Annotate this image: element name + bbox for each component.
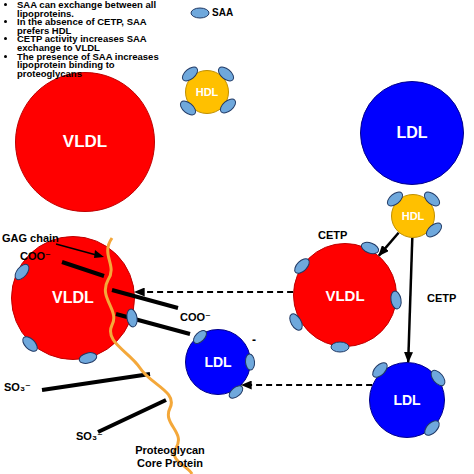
transfer-arrow — [379, 233, 399, 256]
particle-label: VLDL — [325, 287, 364, 304]
particle-label: HDL — [196, 86, 219, 98]
core-protein-stick — [42, 374, 150, 390]
bullet-note: The presence of SAA increases lipoprotei… — [17, 53, 176, 79]
vldl-particle: VLDL — [15, 72, 155, 212]
particle-label: VLDL — [63, 132, 107, 152]
dashed-arrow — [135, 291, 293, 293]
ldl-particle: LDL — [185, 329, 251, 395]
particle-label: LDL — [396, 124, 427, 142]
chemical-group: - — [252, 333, 256, 347]
chemical-group: COO⁻ — [180, 311, 211, 324]
particle-label: VLDL — [52, 289, 94, 307]
dashed-arrow — [242, 384, 372, 386]
callout-label: Proteoglycan Core Protein — [122, 444, 218, 469]
particle-label: LDL — [204, 354, 231, 370]
note-list: SAA can exchange between all lipoprotein… — [4, 1, 176, 78]
vldl-particle: VLDL — [293, 243, 397, 347]
hdl-particle: HDL — [185, 70, 229, 114]
ldl-particle: LDL — [369, 362, 445, 438]
legend-sample — [191, 8, 209, 18]
ldl-particle: LDL — [360, 81, 464, 185]
hdl-particle: HDL — [391, 194, 435, 238]
particle-label: HDL — [402, 210, 425, 222]
bullet-note: In the absence of CETP, SAA prefers HDL — [17, 18, 176, 35]
bullet-note: CETP activity increases SAA exchange to … — [17, 35, 176, 52]
bullet-note: SAA can exchange between all lipoprotein… — [17, 1, 176, 18]
callout-label: GAG chain — [2, 232, 59, 244]
transfer-arrow — [408, 238, 412, 362]
chemical-group: SO₃⁻ — [4, 381, 31, 394]
chemical-group: COO⁻ — [20, 250, 51, 263]
core-protein-stick — [98, 400, 166, 432]
chemical-group: SO₃⁻ — [76, 430, 103, 443]
edge-label: CETP — [318, 229, 347, 241]
particle-label: LDL — [393, 392, 420, 408]
edge-label: CETP — [427, 292, 456, 304]
legend-text: SAA — [212, 7, 233, 18]
